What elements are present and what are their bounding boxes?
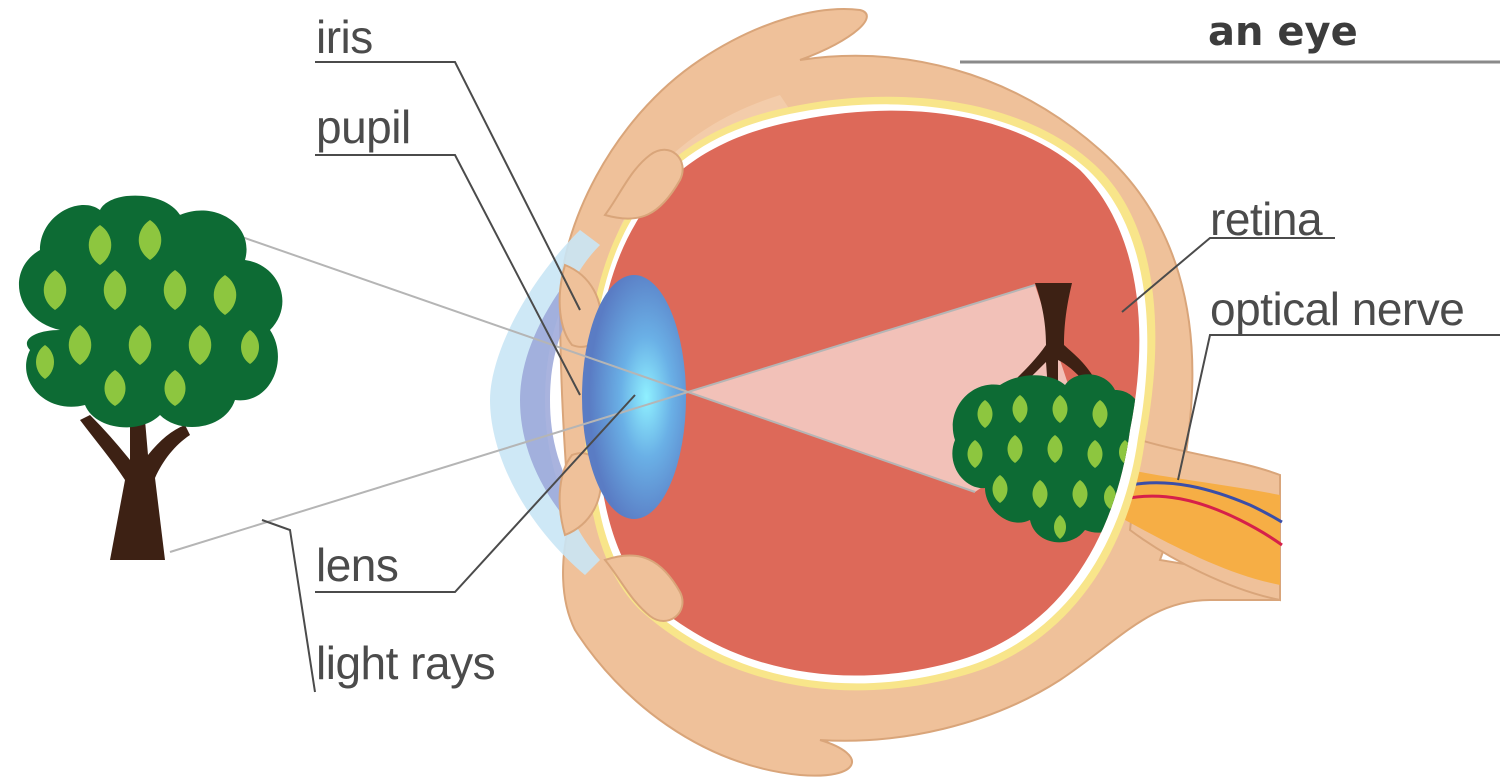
ciliary-body-top: [603, 148, 684, 220]
artery-line: [1119, 494, 1283, 547]
label-optical-nerve: optical nerve: [1210, 283, 1465, 335]
optical-nerve-shape: [1125, 470, 1280, 585]
label-light-rays: light rays: [316, 637, 496, 689]
label-lens: lens: [316, 539, 399, 591]
label-retina: retina: [1210, 193, 1323, 245]
ciliary-body-bottom: [603, 554, 684, 622]
anterior-chamber: [520, 270, 590, 530]
vein-line: [1129, 481, 1283, 524]
label-iris: iris: [316, 11, 373, 63]
diagram-title: an eye: [1208, 9, 1358, 55]
retina-image-tree: [952, 283, 1140, 543]
leader-lines: [261, 60, 1500, 693]
label-pupil: pupil: [316, 101, 411, 153]
light-rays: [169, 211, 1036, 553]
tree-object: [18, 195, 283, 560]
